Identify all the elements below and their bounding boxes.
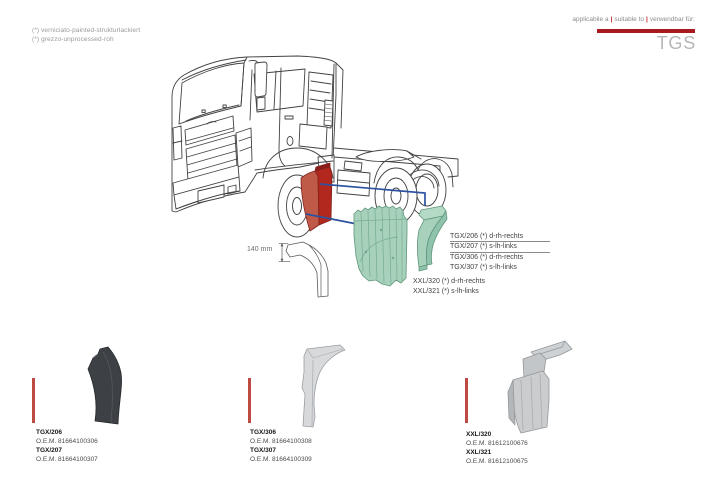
xxl-inner-fender-green <box>353 205 408 287</box>
red-marker-bar <box>465 378 468 423</box>
product-block-tgx206: TGX/206 O.E.M. 81664100306 TGX/207 O.E.M… <box>30 340 240 486</box>
product-photo-tgx306 <box>301 344 346 428</box>
finish-notes: (*) verniciato-painted-strukturlackiert … <box>32 27 140 44</box>
tgx-part-row: TGX/307 (*) s-lh-links <box>450 264 517 272</box>
applicability-en: suitable to <box>614 16 644 23</box>
leader-lines <box>305 183 426 225</box>
red-marker-bar <box>32 378 35 423</box>
product-code: XXL/321 <box>466 449 492 456</box>
product-oem: O.E.M. 81612100675 <box>466 458 528 465</box>
product-labels: XXL/320 O.E.M. 81612100676 XXL/321 O.E.M… <box>466 430 528 466</box>
product-code: TGX/307 <box>250 447 277 454</box>
applicability-it: applicabile a <box>572 16 609 23</box>
xxl-part-list: XXL/320 (*) d-rh-rechts XXL/321 (*) s-lh… <box>413 277 485 297</box>
product-code: TGX/206 <box>36 429 63 436</box>
tgx-part-list: TGX/206 (*) d-rh-rechts TGX/207 (*) s-lh… <box>450 232 550 274</box>
tgx-part-row: TGX/206 (*) d-rh-rechts <box>450 232 550 243</box>
xxl-part-row: XXL/321 (*) s-lh-links <box>413 287 479 295</box>
note-painted: (*) verniciato-painted-strukturlackiert <box>32 27 141 34</box>
product-oem: O.E.M. 81664100308 <box>250 438 312 445</box>
product-oem: O.E.M. 81664100307 <box>36 456 98 463</box>
dimension-drawing <box>278 241 329 298</box>
product-oem: O.E.M. 81664100306 <box>36 438 98 445</box>
truck-illustration <box>171 55 459 238</box>
product-labels: TGX/306 O.E.M. 81664100308 TGX/307 O.E.M… <box>250 428 312 464</box>
product-block-tgx306: TGX/306 O.E.M. 81664100308 TGX/307 O.E.M… <box>246 340 456 486</box>
product-code: XXL/320 <box>466 431 492 438</box>
tgx-part-row: TGX/306 (*) d-rh-rechts <box>450 253 524 261</box>
product-oem: O.E.M. 81664100309 <box>250 456 312 463</box>
red-marker-bar <box>248 378 251 423</box>
pipe-separator: | <box>646 16 648 23</box>
xxl-part-row: XXL/320 (*) d-rh-rechts <box>413 278 485 285</box>
product-code: TGX/306 <box>250 429 277 436</box>
applicability-de: verwendbar für: <box>649 16 695 23</box>
tgx-fender-section-green <box>417 205 448 272</box>
product-oem: O.E.M. 81612100676 <box>466 440 528 447</box>
applicability-line: applicabile a|suitable to|verwendbar für… <box>572 16 695 23</box>
note-unprocessed: (*) grezzo-unprocessed-roh <box>32 35 114 43</box>
model-title: TGS <box>656 33 696 53</box>
product-photo-tgx206 <box>87 346 122 425</box>
product-code: TGX/207 <box>36 447 63 454</box>
tgx-part-row: TGX/207 (*) s-lh-links <box>450 242 550 253</box>
product-block-xxl320: XXL/320 O.E.M. 81612100676 XXL/321 O.E.M… <box>463 340 673 486</box>
product-photo-xxl320 <box>507 340 573 434</box>
pipe-separator: | <box>610 16 613 23</box>
product-labels: TGX/206 O.E.M. 81664100306 TGX/207 O.E.M… <box>36 428 98 464</box>
header-red-rule <box>597 29 695 33</box>
dimension-label: 140 mm <box>247 246 273 253</box>
